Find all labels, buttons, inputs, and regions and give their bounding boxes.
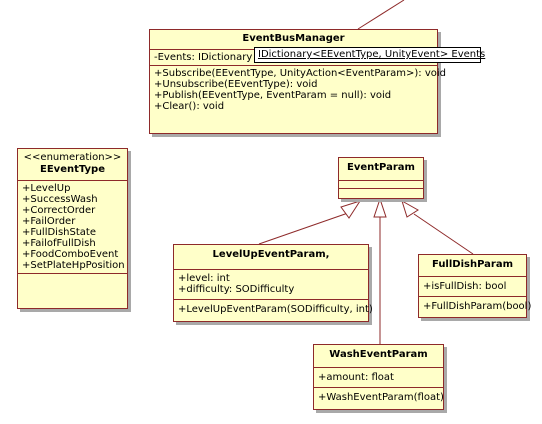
- operations-section: +WashEventParam(float): [314, 387, 444, 407]
- attributes-section: +isFullDish: bool: [419, 276, 526, 296]
- enum-literal: +FailofFullDish: [22, 238, 96, 249]
- operations-section: [339, 188, 423, 196]
- attributes-section: +level: int +difficulty: SODifficulty: [174, 269, 368, 299]
- association-line: [357, 0, 405, 30]
- operations-section: +Subscribe(EEventType, UnityAction<Event…: [150, 65, 447, 114]
- empty-section: [18, 273, 127, 288]
- class-event-bus-manager[interactable]: EventBusManager -Events: IDictionary +Su…: [149, 29, 447, 134]
- class-level-up-event-param[interactable]: LevelUpEventParam, +level: int +difficul…: [173, 244, 373, 322]
- attributes-section: [339, 180, 423, 188]
- enum-literal: +SetPlateHpPosition: [22, 260, 125, 271]
- generalization-arrowhead-levelup: [340, 200, 362, 219]
- enum-literal: +LevelUp: [22, 183, 71, 194]
- attribute: -Events: IDictionary: [154, 52, 253, 63]
- operation: +WashEventParam(float): [318, 392, 444, 403]
- enum-literal: +SuccessWash: [22, 194, 98, 205]
- enum-name: EEventType: [40, 164, 105, 175]
- operation: +Clear(): void: [154, 101, 225, 112]
- operations-section: +FullDishParam(bool): [419, 296, 532, 316]
- class-wash-event-param[interactable]: WashEventParam +amount: float +WashEvent…: [313, 344, 444, 410]
- literals-section: +LevelUp +SuccessWash +CorrectOrder +Fai…: [18, 180, 127, 273]
- generalization-line-fulldish: [413, 213, 474, 255]
- enum-header: <<enumeration>> EEventType: [18, 149, 127, 180]
- operation: +FullDishParam(bool): [423, 301, 532, 312]
- attribute: +level: int: [178, 273, 230, 284]
- class-name: WashEventParam: [329, 349, 428, 360]
- class-name: FullDishParam: [431, 259, 513, 270]
- class-full-dish-param[interactable]: FullDishParam +isFullDish: bool +FullDis…: [418, 254, 532, 318]
- operation: +Subscribe(EEventType, UnityAction<Event…: [154, 68, 447, 79]
- operations-section: +LevelUpEventParam(SODifficulty, int): [174, 299, 373, 319]
- enum-eevent-type[interactable]: <<enumeration>> EEventType +LevelUp +Suc…: [17, 148, 128, 309]
- generalization-arrowhead-wash: [373, 197, 387, 218]
- attribute: +amount: float: [318, 372, 394, 383]
- operation: +Publish(EEventType, EventParam = null):…: [154, 90, 392, 101]
- enum-literal: +CorrectOrder: [22, 205, 96, 216]
- enum-literal: +FoodComboEvent: [22, 249, 119, 260]
- attribute: +isFullDish: bool: [423, 281, 507, 292]
- generalization-arrowhead-fulldish: [401, 199, 419, 218]
- operation: +LevelUpEventParam(SODifficulty, int): [178, 304, 373, 315]
- class-name: EventParam: [347, 162, 415, 173]
- class-name: LevelUpEventParam,: [212, 249, 330, 260]
- class-event-param[interactable]: EventParam: [338, 157, 424, 199]
- attribute: +difficulty: SODifficulty: [178, 284, 295, 295]
- operation: +Unsubscribe(EEventType): void: [154, 79, 318, 90]
- class-name: EventBusManager: [242, 33, 345, 44]
- attribute-tooltip: IDictionary<EEventType, UnityEvent> Even…: [254, 47, 485, 63]
- enum-literal: +FailOrder: [22, 216, 76, 227]
- attributes-section: +amount: float: [314, 367, 443, 387]
- generalization-line-levelup: [258, 212, 349, 245]
- enum-literal: +FullDishState: [22, 227, 96, 238]
- stereotype-label: <<enumeration>>: [23, 152, 122, 163]
